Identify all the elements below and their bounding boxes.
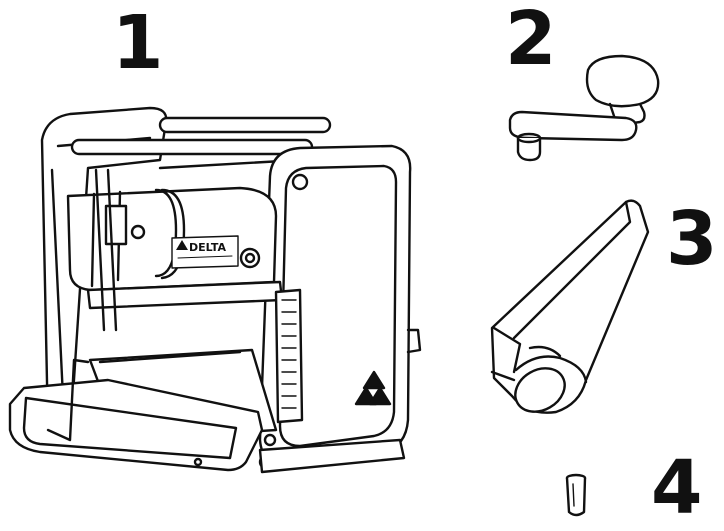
plug-illustration (565, 473, 587, 517)
dust-chute-illustration (490, 199, 650, 414)
crank-handle-illustration (508, 54, 660, 162)
part-number-1: 1 (112, 0, 164, 86)
part-number-2: 2 (505, 0, 557, 82)
part-number-3: 3 (666, 196, 718, 282)
part-number-4: 4 (651, 445, 703, 531)
planer-illustration: DELTA (8, 106, 422, 474)
brand-logo: DELTA (189, 241, 226, 254)
